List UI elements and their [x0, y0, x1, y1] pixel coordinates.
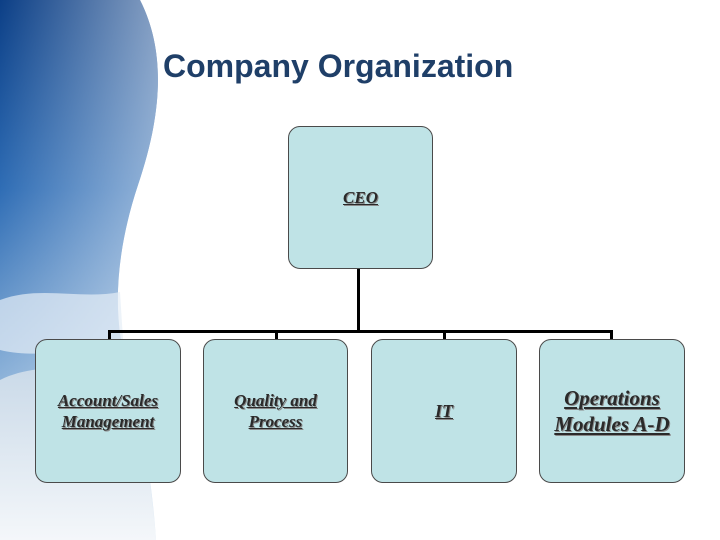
- connector-quality: [275, 330, 278, 342]
- account-sales-node: Account/Sales Management: [35, 339, 181, 483]
- connector-it: [443, 330, 446, 342]
- connector-operations: [610, 330, 613, 342]
- quality-process-node: Quality and Process: [203, 339, 348, 483]
- ceo-connector-vertical: [357, 268, 360, 332]
- connector-account-sales: [108, 330, 111, 342]
- horizontal-connector: [108, 330, 613, 333]
- account-sales-label: Account/Sales Management: [57, 390, 159, 431]
- operations-label: Operations Modules A-D: [554, 385, 670, 436]
- quality-process-label: Quality and Process: [234, 390, 317, 431]
- operations-node: Operations Modules A-D: [539, 339, 685, 483]
- ceo-node: CEO: [288, 126, 433, 269]
- it-label: IT: [435, 400, 453, 421]
- ceo-label: CEO: [343, 187, 378, 207]
- it-node: IT: [371, 339, 517, 483]
- slide-title: Company Organization: [163, 48, 514, 84]
